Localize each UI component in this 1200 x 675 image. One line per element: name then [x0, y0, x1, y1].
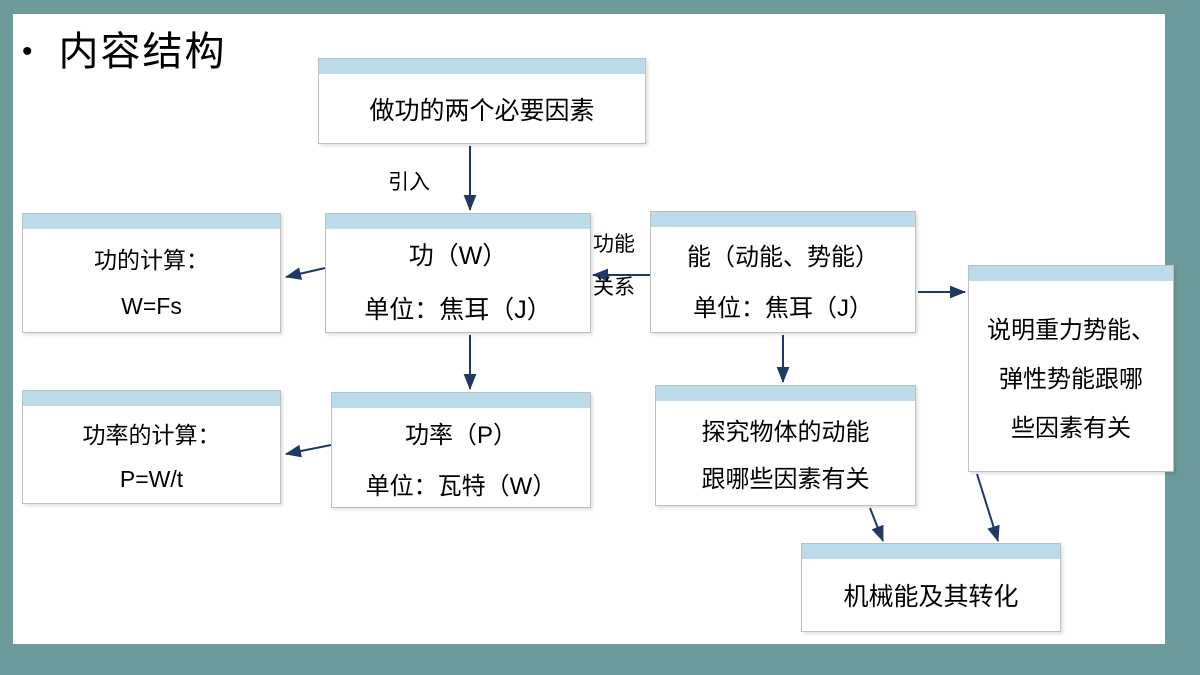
arrow-power-to-powercalc [285, 444, 332, 458]
node-body: 机械能及其转化 [802, 559, 1060, 631]
node-body: 做功的两个必要因素 [319, 74, 645, 143]
node-mechanical-energy[interactable]: 机械能及其转化 [801, 543, 1061, 632]
node-header-band [969, 266, 1173, 281]
node-header-band [23, 214, 280, 229]
node-line: P=W/t [119, 466, 184, 492]
edge-label-line1: 功能 [593, 232, 635, 256]
bullet-icon: • [22, 35, 33, 68]
node-line: 些因素有关 [1011, 414, 1131, 442]
node-header-band [326, 214, 590, 229]
node-body: 功（W） 单位：焦耳（J） [326, 229, 590, 332]
node-line: 功率的计算： [82, 422, 221, 448]
node-header-band [332, 393, 590, 408]
node-line: 探究物体的动能 [701, 419, 870, 446]
arrow-pe-to-mech [976, 473, 1000, 542]
node-header-band [651, 212, 915, 227]
node-power[interactable]: 功率（P） 单位：瓦特（W） [331, 392, 591, 508]
edge-label-introduce: 引入 [388, 170, 430, 194]
node-body: 探究物体的动能 跟哪些因素有关 [656, 401, 915, 505]
edge-label-work-energy-relation: 功能 关系 [593, 232, 635, 300]
node-line: 做功的两个必要因素 [369, 96, 595, 125]
node-work[interactable]: 功（W） 单位：焦耳（J） [325, 213, 591, 333]
node-energy[interactable]: 能（动能、势能） 单位：焦耳（J） [650, 211, 916, 333]
node-line: W=Fs [121, 293, 182, 319]
node-body: 说明重力势能、 弹性势能跟哪 些因素有关 [969, 281, 1173, 471]
node-line: 功率（P） [404, 421, 517, 449]
node-header-band [802, 544, 1060, 559]
page-title-text: 内容结构 [58, 29, 227, 75]
node-power-formula[interactable]: 功率的计算： P=W/t [22, 390, 281, 504]
node-line: 能（动能、势能） [687, 243, 879, 271]
node-explore-kinetic-energy[interactable]: 探究物体的动能 跟哪些因素有关 [655, 385, 916, 506]
arrow-work-to-workcalc [285, 267, 326, 280]
node-header-band [23, 391, 280, 406]
node-work-formula[interactable]: 功的计算： W=Fs [22, 213, 281, 333]
node-line: 功的计算： [94, 247, 209, 273]
node-header-band [319, 59, 645, 74]
node-body: 功率（P） 单位：瓦特（W） [332, 408, 590, 507]
edge-label-line2: 关系 [593, 275, 635, 299]
node-line: 单位：瓦特（W） [365, 472, 557, 500]
arrow-explore-to-mech [869, 507, 884, 542]
node-line: 单位：焦耳（J） [364, 295, 552, 324]
node-line: 功（W） [408, 241, 508, 270]
node-line: 跟哪些因素有关 [701, 466, 870, 493]
node-header-band [656, 386, 915, 401]
node-two-factors[interactable]: 做功的两个必要因素 [318, 58, 646, 144]
page-title: • 内容结构 [22, 28, 227, 76]
node-body: 功率的计算： P=W/t [23, 406, 280, 503]
node-potential-energy-factors[interactable]: 说明重力势能、 弹性势能跟哪 些因素有关 [968, 265, 1174, 472]
node-body: 能（动能、势能） 单位：焦耳（J） [651, 227, 915, 332]
node-body: 功的计算： W=Fs [23, 229, 280, 332]
node-line: 机械能及其转化 [843, 583, 1019, 611]
node-line: 单位：焦耳（J） [693, 294, 873, 322]
node-line: 说明重力势能、 [987, 316, 1155, 344]
node-line: 弹性势能跟哪 [999, 365, 1143, 393]
